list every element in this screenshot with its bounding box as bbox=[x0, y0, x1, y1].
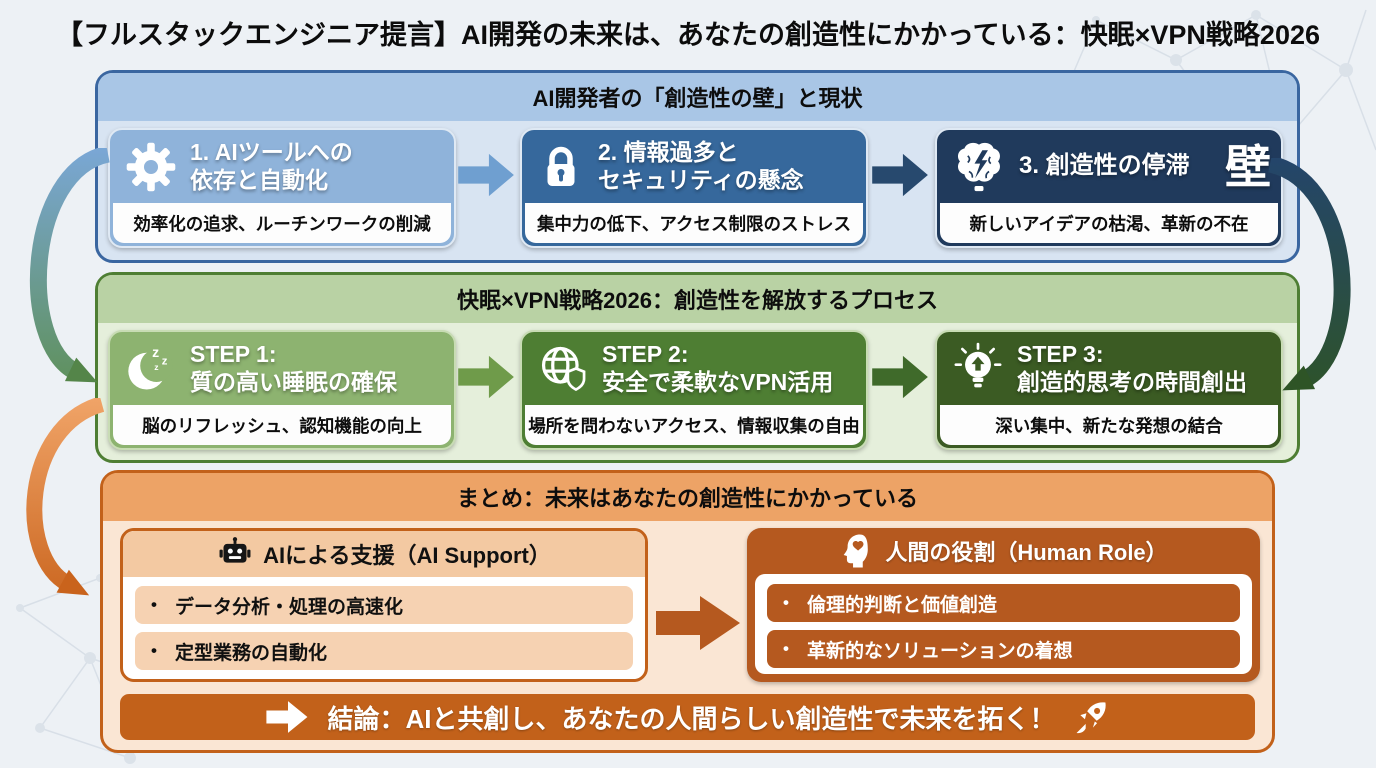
head-heart-icon bbox=[839, 533, 875, 569]
title-line-1: 2. 情報過多と bbox=[598, 139, 739, 166]
title-line-2: 安全で柔軟なVPN活用 bbox=[602, 368, 834, 395]
step2-box-vpn: STEP 2: 安全で柔軟なVPN活用 場所を問わないアクセス、情報収集の自由 bbox=[520, 330, 868, 450]
arrow-right-icon bbox=[872, 355, 928, 399]
svg-text:z: z bbox=[162, 355, 168, 367]
title-line-1: STEP 3: bbox=[1017, 341, 1104, 368]
arrow-right-icon bbox=[265, 699, 311, 735]
title-line-2: 質の高い睡眠の確保 bbox=[190, 368, 397, 395]
step3-box-creative: STEP 3: 創造的思考の時間創出 深い集中、新たな発想の結合 bbox=[935, 330, 1283, 450]
problem-box-stagnation: 3. 創造性の停滞 壁 新しいアイデアの枯渇、革新の不在 bbox=[935, 128, 1283, 248]
curved-arrow-left-orange bbox=[26, 398, 105, 596]
human-role-title: 人間の役割（Human Role） bbox=[885, 540, 1168, 565]
moon-sleep-icon: z z z bbox=[124, 342, 178, 396]
human-role-inner: 倫理的判断と価値創造 革新的なソリューションの着想 bbox=[755, 574, 1252, 674]
step1-box-subtitle: 脳のリフレッシュ、認知機能の向上 bbox=[113, 405, 451, 445]
lightbulb-icon bbox=[951, 342, 1005, 396]
problem-box-security-subtitle: 集中力の低下、アクセス制限のストレス bbox=[525, 203, 863, 243]
section-problem-header: AI開発者の「創造性の壁」と現状 bbox=[98, 73, 1297, 121]
list-item: 革新的なソリューションの着想 bbox=[767, 630, 1240, 668]
arrow-right-icon bbox=[458, 355, 514, 399]
list-item: 定型業務の自動化 bbox=[135, 632, 633, 670]
step2-box-subtitle: 場所を問わないアクセス、情報収集の自由 bbox=[525, 405, 863, 445]
step1-box-title: STEP 1: 質の高い睡眠の確保 bbox=[190, 341, 397, 395]
step3-box-subtitle: 深い集中、新たな発想の結合 bbox=[940, 405, 1278, 445]
problem-box-stagnation-subtitle: 新しいアイデアの枯渇、革新の不在 bbox=[940, 203, 1278, 243]
rocket-icon bbox=[1072, 698, 1110, 736]
brain-lightning-icon bbox=[951, 139, 1007, 195]
title-line-1: STEP 2: bbox=[602, 341, 689, 368]
list-item: データ分析・処理の高速化 bbox=[135, 586, 633, 624]
problem-box-stagnation-top: 3. 創造性の停滞 壁 bbox=[937, 130, 1281, 203]
title-line-1: STEP 1: bbox=[190, 341, 277, 368]
curved-arrow-right-navy-green bbox=[1267, 158, 1351, 391]
human-role-items: 倫理的判断と価値創造 革新的なソリューションの着想 bbox=[755, 575, 1252, 668]
ai-support-header: AIによる支援（AI Support） bbox=[123, 531, 645, 577]
arrow-right-icon bbox=[458, 153, 514, 197]
wall-kanji-badge: 壁 bbox=[1225, 140, 1271, 193]
step1-box-top: z z z STEP 1: 質の高い睡眠の確保 bbox=[110, 332, 454, 405]
problem-box-ai-tools: 1. AIツールへの 依存と自動化 効率化の追求、ルーチンワークの削減 bbox=[108, 128, 456, 248]
step3-box-top: STEP 3: 創造的思考の時間創出 bbox=[937, 332, 1281, 405]
globe-shield-icon bbox=[536, 342, 590, 396]
conclusion-banner: 結論：AIと共創し、あなたの人間らしい創造性で未来を拓く！ bbox=[120, 694, 1255, 740]
step2-box-top: STEP 2: 安全で柔軟なVPN活用 bbox=[522, 332, 866, 405]
problem-box-stagnation-title: 3. 創造性の停滞 bbox=[1019, 152, 1190, 180]
title-line-2: 創造的思考の時間創出 bbox=[1017, 368, 1247, 395]
title-line-2: セキュリティの懸念 bbox=[598, 166, 804, 193]
title-line-2: 依存と自動化 bbox=[190, 166, 328, 193]
problem-box-ai-tools-title: 1. AIツールへの 依存と自動化 bbox=[190, 139, 353, 193]
arrow-right-icon bbox=[872, 153, 928, 197]
problem-box-security-title: 2. 情報過多と セキュリティの懸念 bbox=[598, 139, 804, 193]
robot-icon bbox=[217, 536, 253, 572]
step1-box-sleep: z z z STEP 1: 質の高い睡眠の確保 脳のリフレッシュ、認知機能の向上 bbox=[108, 330, 456, 450]
conclusion-text: 結論：AIと共創し、あなたの人間らしい創造性で未来を拓く！ bbox=[327, 703, 1056, 734]
gear-icon bbox=[124, 140, 178, 194]
curved-arrow-left-blue-green bbox=[29, 148, 111, 383]
problem-box-ai-tools-top: 1. AIツールへの 依存と自動化 bbox=[110, 130, 454, 203]
section-process-header: 快眠×VPN戦略2026：創造性を解放するプロセス bbox=[98, 275, 1297, 323]
section-summary-header: まとめ：未来はあなたの創造性にかかっている bbox=[103, 473, 1272, 521]
step3-box-title: STEP 3: 創造的思考の時間創出 bbox=[1017, 341, 1247, 395]
arrow-right-icon bbox=[656, 596, 740, 650]
lock-icon bbox=[536, 142, 586, 192]
ai-support-box: AIによる支援（AI Support） データ分析・処理の高速化 定型業務の自動… bbox=[120, 528, 648, 682]
ai-support-title: AIによる支援（AI Support） bbox=[263, 543, 551, 568]
svg-text:z: z bbox=[152, 344, 159, 360]
step2-box-title: STEP 2: 安全で柔軟なVPN活用 bbox=[602, 341, 833, 395]
svg-text:z: z bbox=[154, 362, 158, 372]
human-role-header: 人間の役割（Human Role） bbox=[747, 528, 1260, 574]
problem-box-security: 2. 情報過多と セキュリティの懸念 集中力の低下、アクセス制限のストレス bbox=[520, 128, 868, 248]
human-role-box: 人間の役割（Human Role） 倫理的判断と価値創造 革新的なソリューション… bbox=[747, 528, 1260, 682]
ai-support-items: データ分析・処理の高速化 定型業務の自動化 bbox=[123, 577, 645, 670]
list-item: 倫理的判断と価値創造 bbox=[767, 584, 1240, 622]
page-title: 【フルスタックエンジニア提言】AI開発の未来は、あなたの創造性にかかっている：快… bbox=[56, 20, 1320, 50]
problem-box-ai-tools-subtitle: 効率化の追求、ルーチンワークの削減 bbox=[113, 203, 451, 243]
title-line-1: 1. AIツールへの bbox=[190, 139, 353, 166]
problem-box-security-top: 2. 情報過多と セキュリティの懸念 bbox=[522, 130, 866, 203]
